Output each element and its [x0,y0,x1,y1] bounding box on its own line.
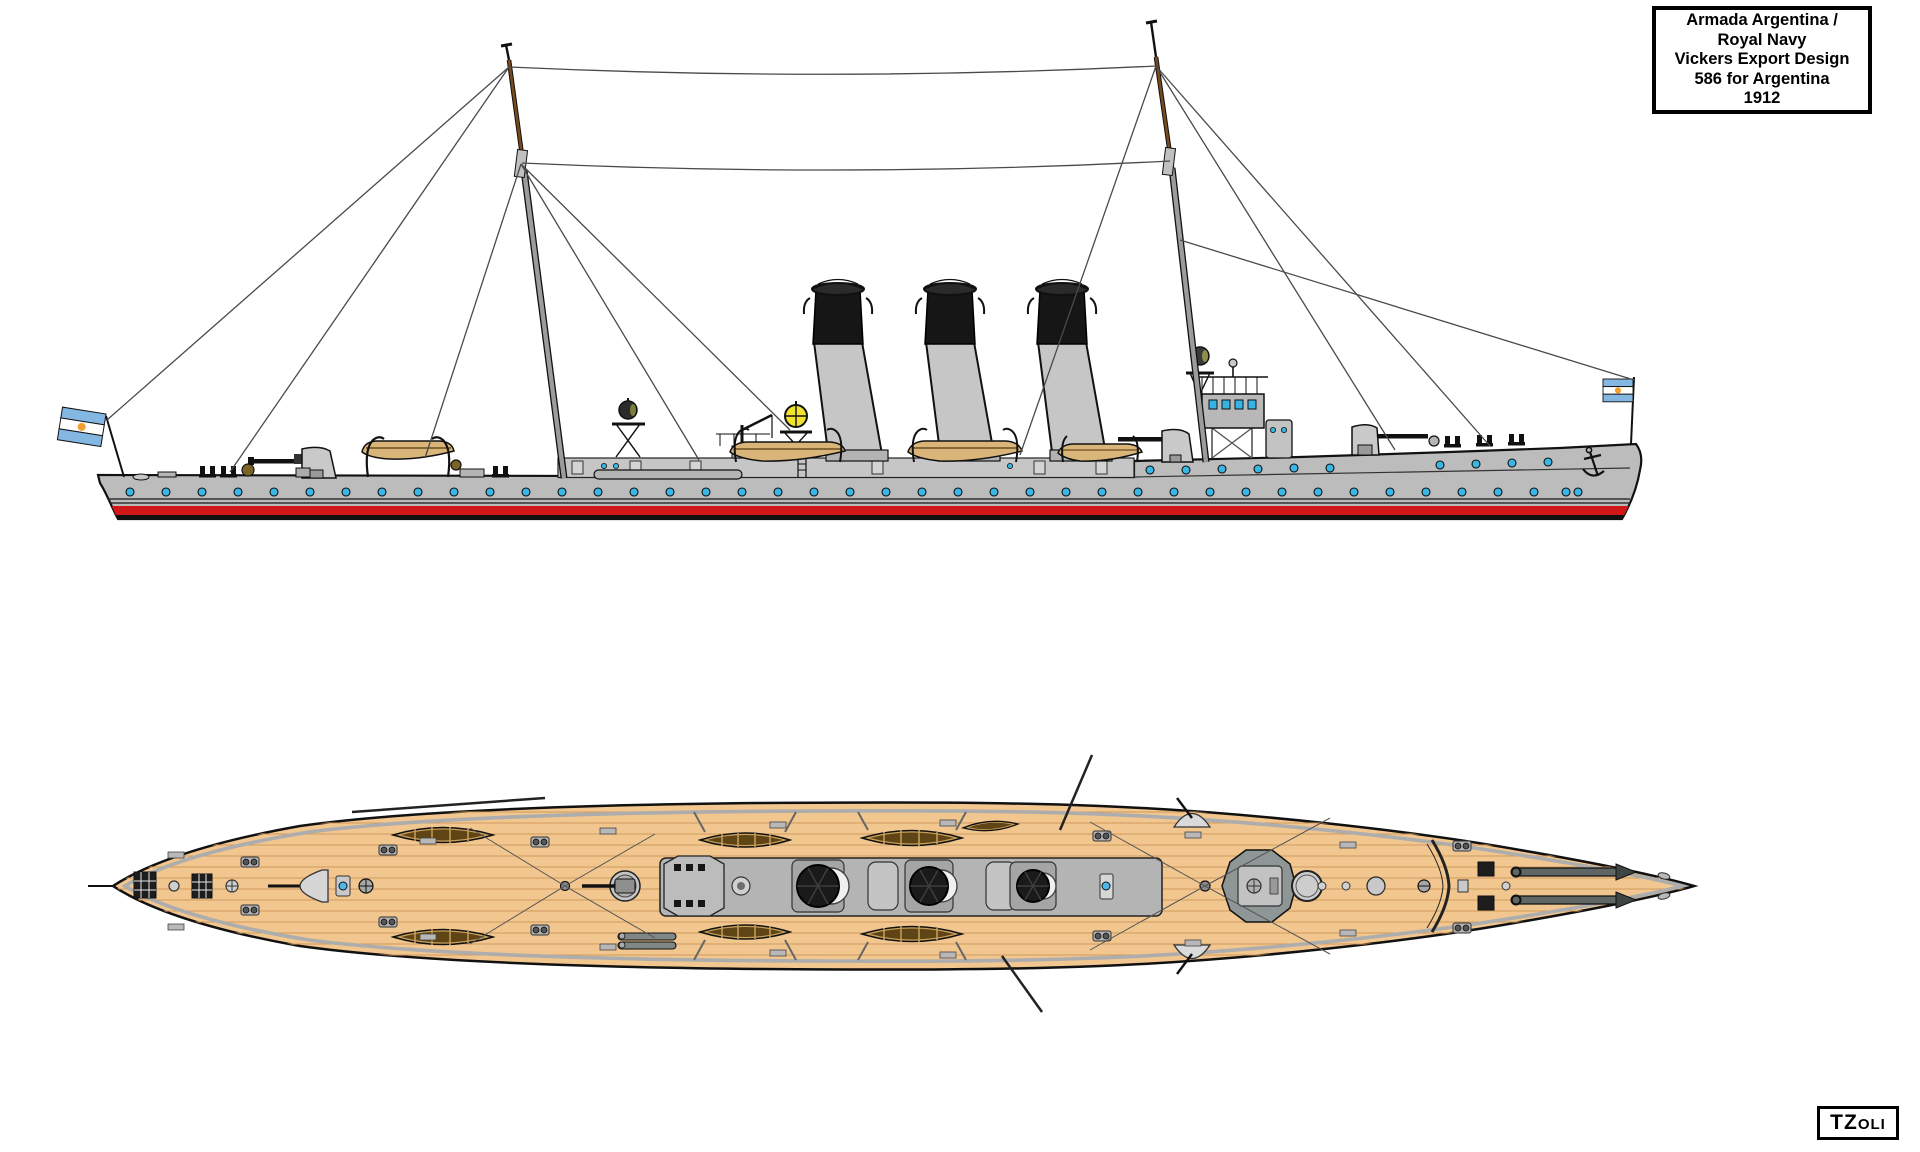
funnel-opening-3 [1009,861,1057,911]
bow-jack-argentina [1602,376,1635,445]
boat-pair-mid2-starboard [859,925,965,943]
sponson-gun-starboard [1172,944,1212,975]
boat-boom-starboard [1000,955,1044,1013]
boat-pair-mid1-starboard [697,924,793,940]
profile-hull [96,442,1643,521]
title-box: Armada Argentina / Royal Navy Vickers Ex… [1652,6,1872,114]
chart-house [1265,419,1293,459]
anchor-starboard-plan [1510,891,1638,909]
funnel-opening-2 [904,859,958,913]
bow-fairlead-starboard [1657,892,1671,900]
funnel-3 [1026,278,1113,462]
stern-ensign-argentina [56,406,125,478]
funnel-opening-1 [791,859,850,913]
stern-gun-shield-plan [299,869,329,903]
boat-boom-stern [351,796,546,814]
aft-searchlight-tower [612,398,645,458]
rigging-lines [106,65,1635,473]
breakwater-plan [1430,839,1451,933]
dinghy [961,820,1021,832]
casing-hatch-1 [867,861,899,911]
aft-gun-platform-plan [582,870,641,902]
waterway-line [121,809,1690,964]
funnel-2 [914,278,1001,462]
torpedo-tubes-plan [617,932,677,950]
sponson-gun-port [1172,797,1212,828]
plan-stern-fittings [133,869,374,903]
vent-platform-plan [663,855,751,917]
hull-stripes [98,467,1635,519]
bridge-structure [1198,358,1293,459]
side-profile-view [56,19,1643,521]
funnel-1 [802,278,889,462]
boat-pair-mid1-port [697,832,793,848]
title-line-2: Royal Navy [1717,30,1807,49]
anchor-icon [1582,446,1605,477]
anchor-port-plan [1510,863,1638,881]
title-line-5: 1912 [1743,89,1781,108]
strip-searchlight [1099,873,1114,900]
signature-text: TZoli [1830,1111,1886,1134]
title-line-4: 586 for Argentina [1694,69,1830,88]
plan-forecastle-fittings [1317,839,1511,933]
deck-fittings-aft [132,459,509,481]
ships-boat-mid-1 [729,427,846,463]
plan-boats [390,811,1021,961]
mainmast-aft [500,42,568,479]
midship-gun [1118,428,1194,463]
title-line-3: Vickers Export Design [1674,50,1850,69]
ships-boat-aft [361,436,455,478]
plan-masts-rigging [351,754,1331,1013]
aft-gun [248,446,337,479]
boat-pair-mid2-port [859,829,965,847]
bridge-plan [1221,849,1323,923]
stowed-boom [593,469,743,480]
boat-boom-bow-port [1058,754,1094,831]
title-line-1: Armada Argentina / [1686,11,1838,30]
foremast [1145,19,1210,463]
deck-fittings-forecastle [1428,434,1605,477]
signature-box: TZoli [1817,1106,1899,1140]
waterline-black-stripe [98,515,1635,519]
bow-gun [1351,424,1428,456]
ships-boat-mid-2 [907,427,1023,463]
ships-boat-mid-3 [1057,435,1144,463]
waterline-red-stripe [98,506,1635,516]
deck-plan-view [88,754,1699,1013]
bow-fairlead-port [1657,872,1671,880]
